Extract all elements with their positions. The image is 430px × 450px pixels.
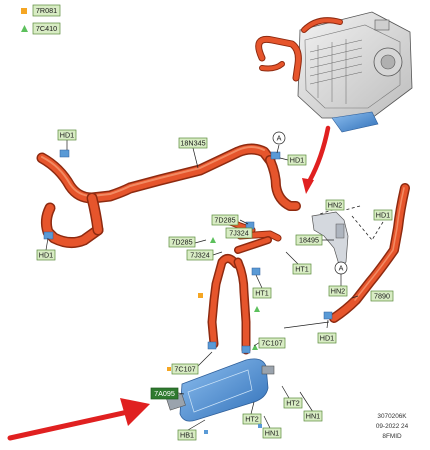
svg-text:HN1: HN1 xyxy=(265,429,279,438)
svg-text:18N345: 18N345 xyxy=(180,139,205,148)
oil-cooler-7a095 xyxy=(166,358,275,422)
legend-item-7r081: 7R081 xyxy=(21,4,61,17)
document-meta: 3070206K 09-2022 24 8FMID xyxy=(376,413,409,440)
legend-label-7r081: 7R081 xyxy=(36,6,57,15)
triangle-marker xyxy=(252,344,258,350)
svg-text:7890: 7890 xyxy=(374,292,390,301)
svg-text:HB1: HB1 xyxy=(180,431,194,440)
legend-label-7c410: 7C410 xyxy=(36,24,57,33)
svg-text:7D285: 7D285 xyxy=(171,238,192,247)
callout-7j324: 7J324 xyxy=(225,227,253,239)
svg-text:HT2: HT2 xyxy=(245,415,259,424)
callout-hd1: HD1 xyxy=(317,332,337,344)
callout-18n345: 18N345 xyxy=(178,137,208,149)
triangle-marker xyxy=(210,237,216,243)
square-marker xyxy=(198,293,203,298)
transmission-hoses xyxy=(255,17,343,82)
legend-triangle-marker xyxy=(21,25,28,32)
callout-7890: 7890 xyxy=(370,290,394,302)
pointer-arrow xyxy=(7,398,150,441)
svg-text:HN2: HN2 xyxy=(328,201,342,210)
callout-ht1: HT1 xyxy=(252,287,272,299)
callout-hn2: HN2 xyxy=(325,199,345,211)
reference-circle-a: A xyxy=(272,131,286,145)
middle-clamps xyxy=(207,221,333,354)
reference-circle-a: A xyxy=(334,261,348,275)
svg-text:18495: 18495 xyxy=(299,236,319,245)
blue-mount-bracket xyxy=(331,111,379,133)
svg-text:HD1: HD1 xyxy=(60,131,74,140)
callout-18495: 18495 xyxy=(295,234,323,246)
callout-hd1: HD1 xyxy=(36,249,56,261)
upper-coolant-hose-18n345 xyxy=(36,143,301,249)
callout-7c107: 7C107 xyxy=(167,363,199,375)
leader-lines xyxy=(45,140,384,431)
document-date: 09-2022 24 xyxy=(376,423,409,430)
callout-hd1: HD1 xyxy=(57,129,77,141)
callout-7a095: 7A095 xyxy=(150,387,179,400)
svg-text:HD1: HD1 xyxy=(320,334,334,343)
document-id: 3070206K xyxy=(377,413,407,420)
legend: 7R081 7C410 xyxy=(21,4,61,35)
svg-text:7C107: 7C107 xyxy=(174,365,195,374)
svg-text:HN1: HN1 xyxy=(306,412,320,421)
svg-text:HN2: HN2 xyxy=(331,287,345,296)
callout-ht2: HT2 xyxy=(242,413,262,425)
triangle-marker xyxy=(254,306,260,312)
svg-text:HD1: HD1 xyxy=(376,211,390,220)
svg-text:7C107: 7C107 xyxy=(261,339,282,348)
legend-square-marker xyxy=(21,8,27,14)
svg-text:7J324: 7J324 xyxy=(190,251,210,260)
svg-text:HT2: HT2 xyxy=(286,399,300,408)
upper-hose-clamps xyxy=(43,149,281,240)
middle-coolant-hoses xyxy=(207,216,282,355)
callout-hn2: HN2 xyxy=(328,285,348,297)
callout-hd1: HD1 xyxy=(287,154,307,166)
callout-ht1: HT1 xyxy=(292,263,312,275)
svg-text:7D285: 7D285 xyxy=(214,216,235,225)
callout-labels: HD1 HD1 18N345 A HD1 HN2 HD1 18495 xyxy=(36,129,394,441)
connection-arrow xyxy=(302,125,331,194)
callout-7d285: 7D285 xyxy=(168,236,196,248)
svg-text:HD1: HD1 xyxy=(290,156,304,165)
callout-hn1: HN1 xyxy=(303,410,323,422)
legend-item-7c410: 7C410 xyxy=(21,22,61,35)
svg-text:HD1: HD1 xyxy=(39,251,53,260)
right-coolant-hose-7890 xyxy=(329,183,410,323)
svg-text:7J324: 7J324 xyxy=(229,229,249,238)
transmission-assembly xyxy=(297,11,413,133)
callout-ht2: HT2 xyxy=(283,397,303,409)
svg-text:HT1: HT1 xyxy=(255,289,269,298)
svg-text:A: A xyxy=(339,264,344,273)
callout-hd1: HD1 xyxy=(373,209,393,221)
callout-hb1: HB1 xyxy=(177,429,208,441)
callout-7j324: 7J324 xyxy=(186,249,214,261)
callout-hn1: HN1 xyxy=(258,424,282,439)
callout-7c107: 7C107 xyxy=(258,337,286,349)
callout-7d285: 7D285 xyxy=(211,214,239,226)
svg-text:7A095: 7A095 xyxy=(154,389,175,398)
svg-text:HT1: HT1 xyxy=(295,265,309,274)
document-code: 8FMID xyxy=(382,433,402,440)
svg-text:A: A xyxy=(277,134,282,143)
